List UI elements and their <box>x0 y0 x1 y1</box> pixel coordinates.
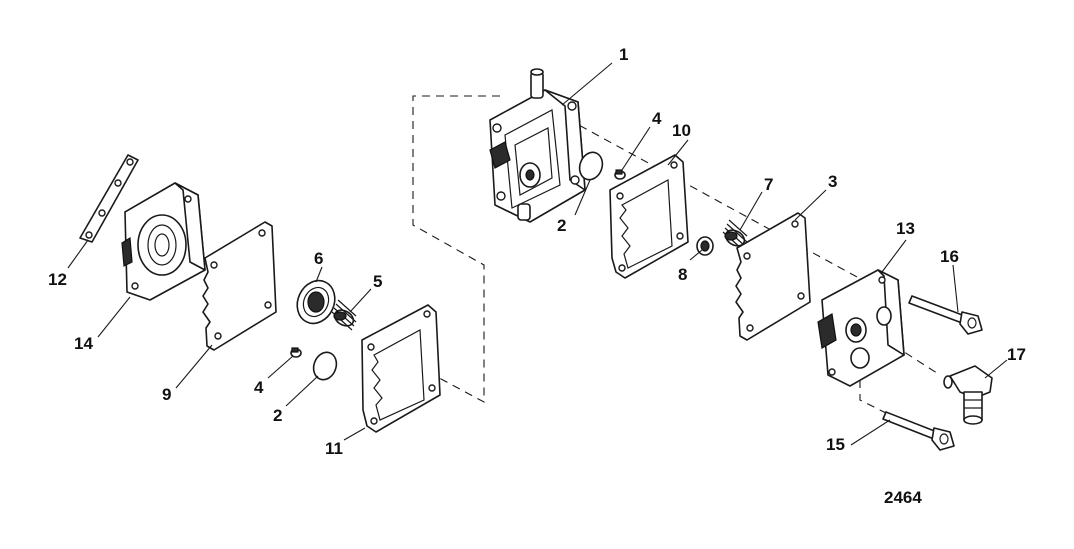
part-1-pump-body <box>489 68 586 223</box>
callout-17: 17 <box>1007 345 1026 364</box>
leader-lines <box>67 62 1008 446</box>
callout-5: 5 <box>373 272 382 291</box>
part-10-gasket <box>609 154 689 279</box>
part-4-screw-lower <box>290 347 302 358</box>
callout-11: 11 <box>325 439 343 458</box>
figure-number: 2464 <box>884 488 922 507</box>
callout-7: 7 <box>764 175 773 194</box>
part-2-washer-upper <box>578 151 604 181</box>
callout-2-lower: 2 <box>273 406 282 425</box>
part-17-elbow-fitting <box>943 365 993 425</box>
callout-13: 13 <box>896 219 915 238</box>
callout-15: 15 <box>826 435 845 454</box>
part-2-washer-lower <box>312 351 338 381</box>
callout-14: 14 <box>74 334 93 353</box>
callout-3: 3 <box>828 172 837 191</box>
part-4-screw-upper <box>614 169 626 180</box>
callout-16: 16 <box>940 247 959 266</box>
callout-4-lower: 4 <box>254 378 264 397</box>
callout-1: 1 <box>619 45 628 64</box>
part-5-spring <box>331 299 357 331</box>
callout-labels: 1 4 2 10 7 3 8 13 16 17 15 6 5 4 2 11 9 … <box>48 45 1026 458</box>
callout-4-upper: 4 <box>652 109 662 128</box>
callout-6: 6 <box>314 249 323 268</box>
part-3-diaphragm <box>735 212 811 341</box>
part-7-spring <box>722 219 748 251</box>
part-9-diaphragm <box>202 221 277 351</box>
part-6-valve-disc <box>296 279 336 325</box>
part-12-plate <box>79 154 139 243</box>
callout-9: 9 <box>162 385 171 404</box>
part-13-end-cover <box>817 269 905 387</box>
part-11-gasket <box>361 304 441 433</box>
part-15-bolt <box>882 411 955 451</box>
part-16-bolt <box>908 295 983 335</box>
callout-12: 12 <box>48 270 67 289</box>
callout-8: 8 <box>678 265 687 284</box>
callout-2-upper: 2 <box>557 216 566 235</box>
callout-10: 10 <box>672 121 691 140</box>
part-14-cover <box>121 182 206 301</box>
